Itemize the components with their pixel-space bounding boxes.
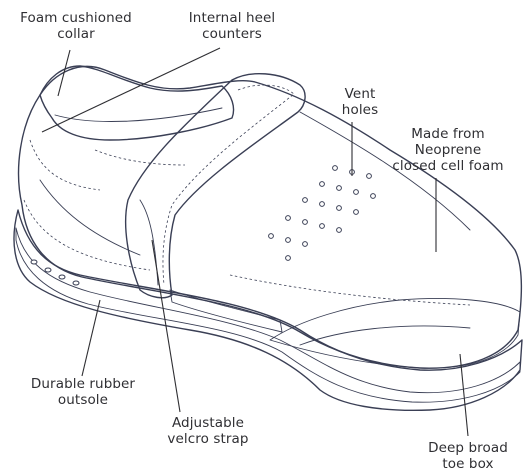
label-deep-broad-toe-box: Deep broad toe box [412,440,524,471]
label-durable-rubber-outsole: Durable rubber outsole [18,376,148,408]
label-line: closed cell foam [372,158,524,174]
label-neoprene-foam: Made from Neoprene closed cell foam [372,126,524,174]
leader-velcro-strap [152,240,180,412]
leader-rubber-outsole [82,300,100,376]
label-internal-heel-counters: Internal heel counters [172,10,292,42]
label-vent-holes: Vent holes [330,86,390,118]
label-line: outsole [18,392,148,408]
label-line: Durable rubber [18,376,148,392]
shoe-upper [19,66,522,368]
label-line: toe box [412,456,524,471]
label-line: Internal heel [172,10,292,26]
label-line: Foam cushioned [6,10,146,26]
label-foam-cushioned-collar: Foam cushioned collar [6,10,146,42]
label-line: Adjustable [148,415,268,431]
label-line: counters [172,26,292,42]
label-line: Made from [372,126,524,142]
vent-hole-group [269,166,376,261]
label-line: collar [6,26,146,42]
velcro-strap [126,74,305,298]
label-line: velcro strap [148,431,268,447]
leader-foam-collar [58,50,70,96]
label-adjustable-velcro-strap: Adjustable velcro strap [148,415,268,447]
label-line: holes [330,102,390,118]
label-line: Vent [330,86,390,102]
toe-cap [270,299,520,369]
collar [40,66,234,140]
label-line: Deep broad [412,440,524,456]
label-line: Neoprene [372,142,524,158]
